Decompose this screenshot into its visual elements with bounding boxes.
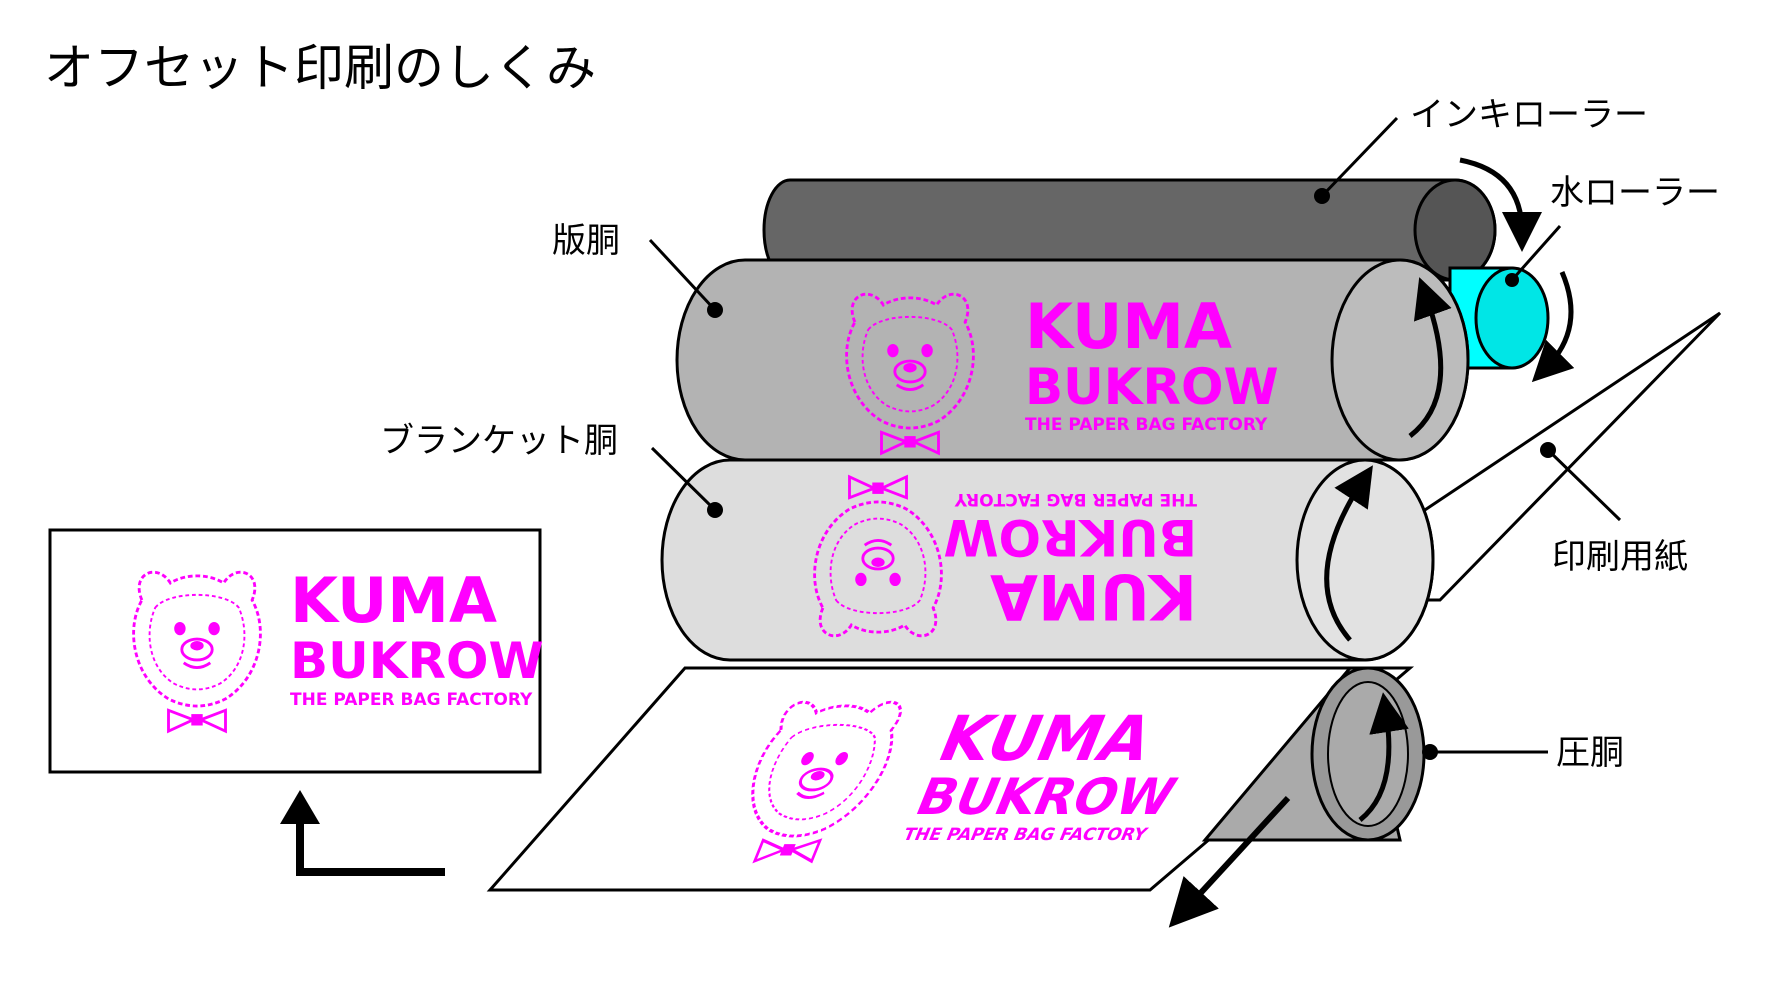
- blanket-cylinder: KUMA BUKROW THE PAPER BAG FACTORY: [660, 458, 1435, 662]
- result-arrow-icon: [296, 800, 445, 876]
- blanket-logo: KUMA BUKROW THE PAPER BAG FACTORY: [943, 489, 1197, 633]
- page-title: オフセット印刷のしくみ: [44, 39, 596, 97]
- result-arrowhead-icon: [280, 790, 320, 824]
- printed-logo-line3: THE PAPER BAG FACTORY: [900, 826, 1150, 845]
- leader-dots: [707, 188, 1556, 760]
- label-water-roller: 水ローラー: [1550, 173, 1720, 213]
- label-impression-cylinder: 圧胴: [1556, 733, 1624, 773]
- label-printing-paper: 印刷用紙: [1552, 537, 1688, 577]
- paper-direction-arrow-icon: [1168, 795, 1291, 928]
- plate-logo: KUMA BUKROW THE PAPER BAG FACTORY: [1025, 290, 1279, 435]
- rotation-arrow-icon: [1531, 271, 1575, 383]
- printed-logo-line2: BUKROW: [907, 769, 1184, 827]
- printed-paper-sheet: [486, 666, 1415, 892]
- plate-cylinder: KUMA BUKROW THE PAPER BAG FACTORY: [675, 258, 1470, 462]
- result-logo-line2: BUKROW: [290, 632, 544, 690]
- plate-logo-line2: BUKROW: [1025, 358, 1279, 416]
- result-logo-line1: KUMA: [290, 564, 497, 637]
- rotation-arrow-icon: [1408, 277, 1452, 438]
- label-plate-cylinder: 版胴: [552, 221, 620, 261]
- printed-image: KUMA BUKROW THE PAPER BAG FACTORY: [718, 700, 1184, 863]
- leader-lines: [648, 116, 1622, 754]
- blanket-logo-line2: BUKROW: [943, 508, 1197, 566]
- ink-roller: [762, 178, 1497, 282]
- rotation-arrow-icon: [1459, 157, 1542, 252]
- impression-cylinder: [1201, 666, 1426, 842]
- rotation-arrow-icon: [1324, 465, 1373, 642]
- blanket-logo-line3: THE PAPER BAG FACTORY: [954, 489, 1197, 509]
- result-logo-line3: THE PAPER BAG FACTORY: [290, 690, 533, 710]
- water-roller: [1448, 266, 1550, 370]
- rotation-arrow-icon: [1358, 692, 1409, 822]
- blanket-logo-line1: KUMA: [990, 560, 1197, 633]
- result-box: [48, 528, 542, 774]
- label-blanket-cylinder: ブランケット胴: [380, 421, 618, 461]
- printed-logo-line1: KUMA: [928, 703, 1164, 775]
- label-ink-roller: インキローラー: [1410, 95, 1648, 135]
- plate-logo-line1: KUMA: [1025, 290, 1232, 363]
- plate-logo-line3: THE PAPER BAG FACTORY: [1025, 415, 1268, 435]
